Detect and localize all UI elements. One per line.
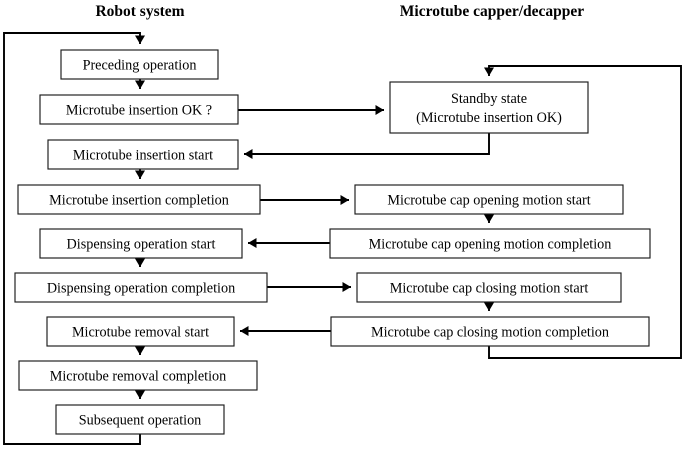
node-label: (Microtube insertion OK) — [416, 110, 562, 126]
edge-edge-dispensing-completion-to-cap-closing-start — [267, 282, 351, 292]
edge-edge-dispensing-start-to-completion — [135, 258, 145, 267]
edge-edge-cap-closing-start-to-completion — [484, 302, 494, 311]
edge-edge-preceding-to-insertion-ok — [135, 79, 145, 89]
node-microtube-insertion-start[interactable]: Microtube insertion start — [47, 139, 239, 170]
arrowhead-right — [342, 282, 351, 292]
node-label: Microtube insertion completion — [49, 193, 229, 209]
node-label: Microtube cap closing motion start — [390, 281, 589, 297]
edge-edge-cap-opening-completion-to-dispensing-start — [248, 238, 330, 248]
node-label: Microtube removal completion — [50, 369, 227, 385]
node-label: Microtube removal start — [72, 325, 209, 341]
node-label: Standby state — [451, 91, 527, 107]
arrowhead-right — [375, 105, 384, 115]
node-label: Microtube cap opening motion start — [387, 193, 590, 209]
node-box — [389, 81, 589, 134]
node-microtube-removal-start[interactable]: Microtube removal start — [46, 316, 235, 347]
edge-edge-cap-opening-start-to-completion — [484, 214, 494, 223]
arrowhead-left — [240, 326, 249, 336]
node-cap-closing-motion-completion[interactable]: Microtube cap closing motion completion — [330, 316, 650, 347]
node-box — [329, 228, 651, 259]
edge-edge-removal-start-to-completion — [135, 346, 145, 355]
arrowhead-down — [135, 258, 145, 267]
node-cap-opening-motion-start[interactable]: Microtube cap opening motion start — [354, 184, 624, 215]
arrowhead-right — [340, 195, 349, 205]
edge-line — [244, 133, 490, 155]
node-cap-closing-motion-start[interactable]: Microtube cap closing motion start — [356, 272, 622, 303]
node-box — [39, 228, 243, 259]
node-label: Microtube cap opening motion completion — [369, 237, 612, 253]
node-dispensing-operation-completion[interactable]: Dispensing operation completion — [14, 272, 268, 303]
edge-edge-insertion-start-to-completion — [135, 169, 145, 179]
node-box — [39, 94, 239, 125]
edge-edge-standby-to-insertion-start — [244, 133, 490, 159]
arrowhead-down — [135, 346, 145, 355]
node-subsequent-operation[interactable]: Subsequent operation — [55, 404, 225, 435]
arrowhead-down — [484, 302, 494, 311]
node-label: Microtube insertion OK ? — [66, 103, 212, 119]
node-box — [47, 139, 239, 170]
node-box — [354, 184, 624, 215]
node-label: Microtube insertion start — [73, 148, 213, 164]
edge-edge-insertion-ok-to-standby — [238, 105, 384, 115]
column-title-robot: Robot system — [95, 3, 184, 20]
node-box — [17, 184, 261, 215]
column-title-capper: Microtube capper/decapper — [400, 3, 585, 20]
node-standby-state[interactable]: Standby state (Microtube insertion OK) — [389, 81, 589, 134]
node-label: Subsequent operation — [79, 413, 202, 429]
node-box — [18, 360, 258, 391]
edge-edge-insertion-completion-to-cap-opening-start — [260, 195, 349, 205]
arrowhead-down — [135, 390, 145, 399]
edge-line — [3, 32, 141, 445]
node-label: Dispensing operation start — [67, 237, 216, 253]
node-box — [356, 272, 622, 303]
node-dispensing-operation-start[interactable]: Dispensing operation start — [39, 228, 243, 259]
arrowhead-left — [248, 238, 257, 248]
edge-edge-feedback-loop-left — [3, 32, 145, 445]
node-label: Microtube cap closing motion completion — [371, 325, 609, 341]
arrowhead-down — [135, 80, 145, 89]
edge-edge-removal-completion-to-subsequent — [135, 390, 145, 399]
node-box — [55, 404, 225, 435]
edge-edge-feedback-loop-right — [484, 65, 682, 359]
edge-edge-cap-closing-completion-to-removal-start — [240, 326, 331, 336]
node-microtube-removal-completion[interactable]: Microtube removal completion — [18, 360, 258, 391]
node-label: Preceding operation — [83, 58, 197, 74]
node-label: Dispensing operation completion — [47, 281, 235, 297]
node-box — [330, 316, 650, 347]
node-microtube-insertion-completion[interactable]: Microtube insertion completion — [17, 184, 261, 215]
arrowhead-down — [135, 35, 145, 44]
column-titles-group: Robot system Microtube capper/decapper — [95, 3, 584, 20]
node-cap-opening-motion-completion[interactable]: Microtube cap opening motion completion — [329, 228, 651, 259]
node-box — [60, 49, 219, 80]
arrowhead-left — [244, 149, 253, 159]
arrowhead-down — [135, 170, 145, 179]
edges-layer — [3, 32, 682, 445]
node-microtube-insertion-ok[interactable]: Microtube insertion OK ? — [39, 94, 239, 125]
arrowhead-down — [484, 67, 494, 76]
arrowhead-down — [484, 214, 494, 223]
node-box — [46, 316, 235, 347]
node-box — [14, 272, 268, 303]
node-preceding-operation[interactable]: Preceding operation — [60, 49, 219, 80]
